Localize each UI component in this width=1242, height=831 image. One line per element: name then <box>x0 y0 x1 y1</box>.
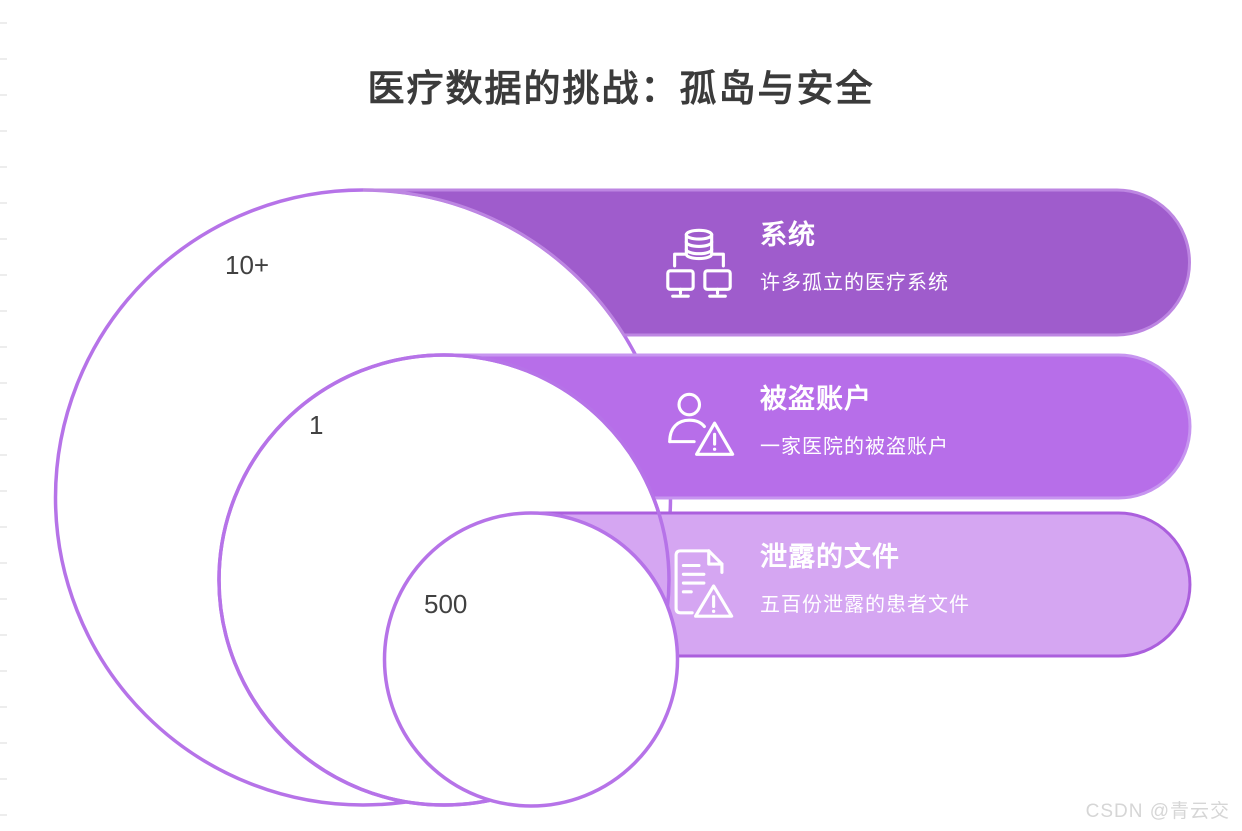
document-warning-icon <box>674 548 734 618</box>
ring-circle-files <box>382 511 680 808</box>
bar-desc-files: 五百份泄露的患者文件 <box>760 594 970 617</box>
bar-title-accounts: 被盗账户 <box>760 383 872 414</box>
bar-desc-systems: 许多孤立的医疗系统 <box>760 272 949 295</box>
ring-value-accounts: 1 <box>309 410 324 440</box>
watermark: CSDN @青云交 <box>1085 801 1230 822</box>
bar-desc-accounts: 一家医院的被盗账户 <box>760 436 949 459</box>
ring-value-files: 500 <box>424 589 468 619</box>
edge-tick-marks <box>0 22 7 831</box>
bar-content-files: 泄露的文件 五百份泄露的患者文件 <box>660 513 1160 656</box>
database-monitors-icon <box>666 228 732 298</box>
page-title: 医疗数据的挑战：孤岛与安全 <box>367 68 875 109</box>
bar-content-systems: 系统 许多孤立的医疗系统 <box>660 190 1160 335</box>
bar-title-files: 泄露的文件 <box>760 541 900 572</box>
ring-circle-accounts-outline <box>217 353 671 807</box>
ring-value-systems: 10+ <box>225 250 270 280</box>
bar-texts-files: 泄露的文件 五百份泄露的患者文件 <box>760 541 970 627</box>
bar-texts-accounts: 被盗账户 一家医院的被盗账户 <box>760 383 949 469</box>
bar-systems <box>362 188 1191 337</box>
person-warning-icon <box>668 392 735 456</box>
bar-texts-systems: 系统 许多孤立的医疗系统 <box>760 219 949 305</box>
bar-content-accounts: 被盗账户 一家医院的被盗账户 <box>660 355 1160 498</box>
bar-title-systems: 系统 <box>760 219 816 250</box>
